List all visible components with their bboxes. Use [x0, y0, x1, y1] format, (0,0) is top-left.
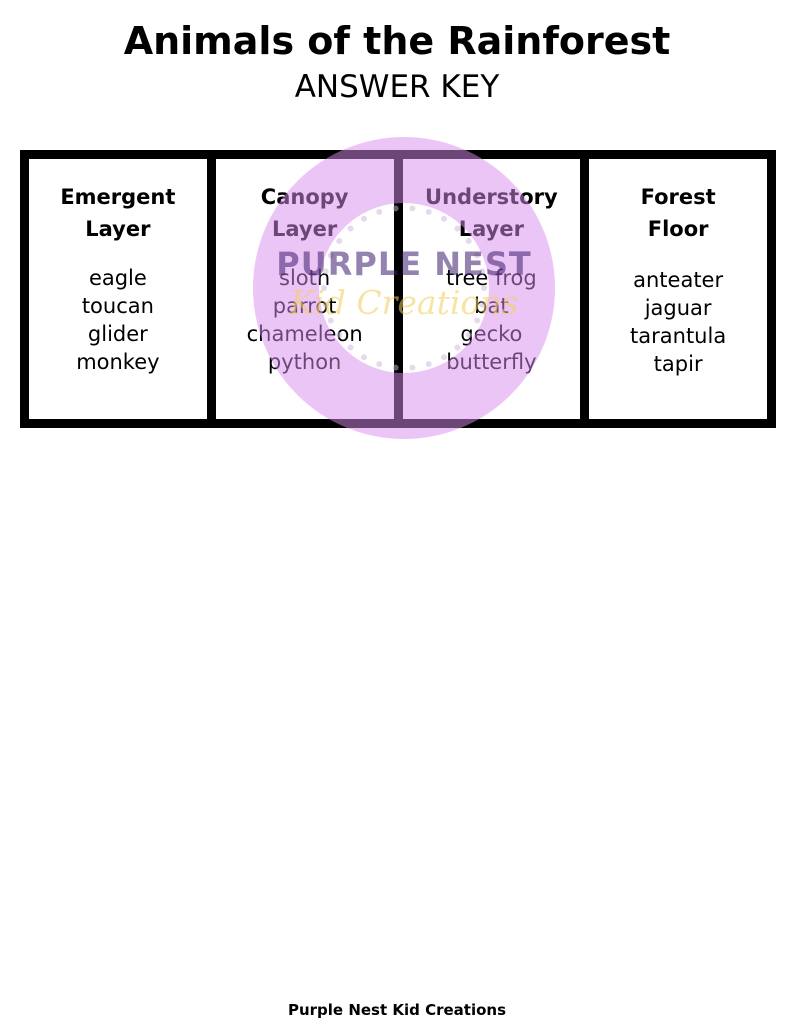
column-heading-line: Layer [272, 217, 338, 241]
animal-item: tarantula [630, 324, 727, 348]
animal-item: bat [474, 294, 509, 318]
column-heading-line: Canopy [260, 185, 349, 209]
animal-item: monkey [76, 350, 160, 374]
animal-item: toucan [81, 294, 154, 318]
column-heading: Canopy Layer [216, 181, 394, 245]
column-heading-line: Emergent [60, 185, 176, 209]
page-title: Animals of the Rainforest [123, 19, 671, 63]
rainforest-layers-table: Emergent Layer eagle toucan glider monke… [20, 150, 776, 428]
column-canopy-layer: Canopy Layer sloth parrot chameleon pyth… [206, 159, 394, 419]
animal-item: jaguar [644, 296, 712, 320]
column-heading-line: Layer [85, 217, 151, 241]
column-emergent-layer: Emergent Layer eagle toucan glider monke… [29, 159, 207, 419]
animal-item: eagle [88, 266, 147, 290]
column-heading: Emergent Layer [29, 181, 207, 245]
animal-list: anteater jaguar tarantula tapir [589, 266, 767, 378]
animal-item: tree frog [446, 266, 537, 290]
column-forest-floor: Forest Floor anteater jaguar tarantula t… [580, 159, 767, 419]
animal-list: eagle toucan glider monkey [29, 264, 207, 376]
animal-item: gecko [460, 322, 523, 346]
column-heading-line: Floor [647, 217, 709, 241]
animal-item: butterfly [446, 350, 537, 374]
animal-item: parrot [272, 294, 337, 318]
animal-item: chameleon [246, 322, 363, 346]
animal-list: sloth parrot chameleon python [216, 264, 394, 376]
animal-item: glider [87, 322, 148, 346]
column-heading-line: Layer [458, 217, 524, 241]
animal-list: tree frog bat gecko butterfly [403, 264, 581, 376]
animal-item: python [267, 350, 342, 374]
column-heading-line: Understory [425, 185, 558, 209]
column-heading: Forest Floor [589, 181, 767, 245]
animal-item: sloth [279, 266, 331, 290]
column-heading-line: Forest [640, 185, 716, 209]
animal-item: anteater [633, 268, 724, 292]
column-understory-layer: Understory Layer tree frog bat gecko but… [393, 159, 581, 419]
column-heading: Understory Layer [403, 181, 581, 245]
animal-item: tapir [653, 352, 703, 376]
footer-credit: Purple Nest Kid Creations [287, 1001, 507, 1019]
page-subtitle: ANSWER KEY [294, 69, 500, 105]
